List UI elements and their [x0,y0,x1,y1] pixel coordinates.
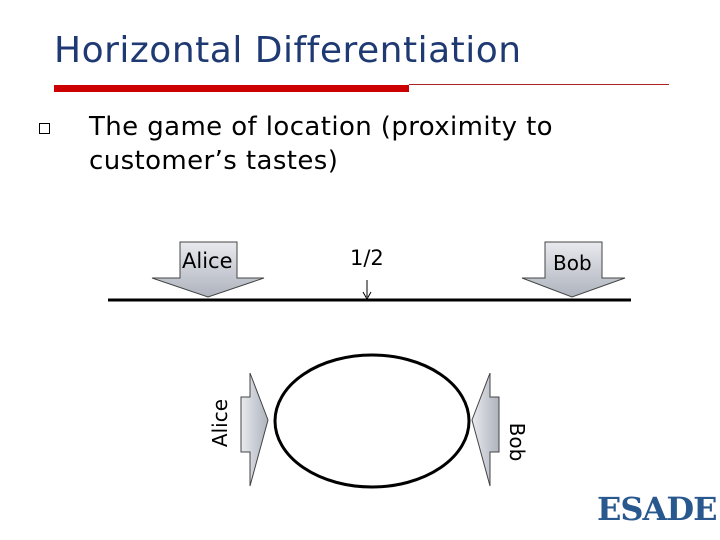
circle-city [273,353,471,489]
line-label-bob: Bob [553,251,592,275]
slide-title: Horizontal Differentiation [54,30,522,71]
title-underline-thin [409,84,669,85]
circle-label-bob: Bob [505,422,529,462]
circle-label-alice: Alice [208,398,232,448]
line-label-alice: Alice [182,249,233,273]
bob-down-arrow-icon [521,241,626,298]
title-underline-accent [54,85,409,92]
line-label-half: 1/2 [350,246,384,270]
alice-right-arrow-icon [240,372,269,487]
bullet-text: The game of location (proximity to custo… [89,112,553,176]
bob-left-arrow-icon [471,372,500,487]
square-bullet-icon [39,123,50,134]
esade-logo: ESADE [597,490,717,528]
alice-down-arrow-icon [151,241,265,298]
